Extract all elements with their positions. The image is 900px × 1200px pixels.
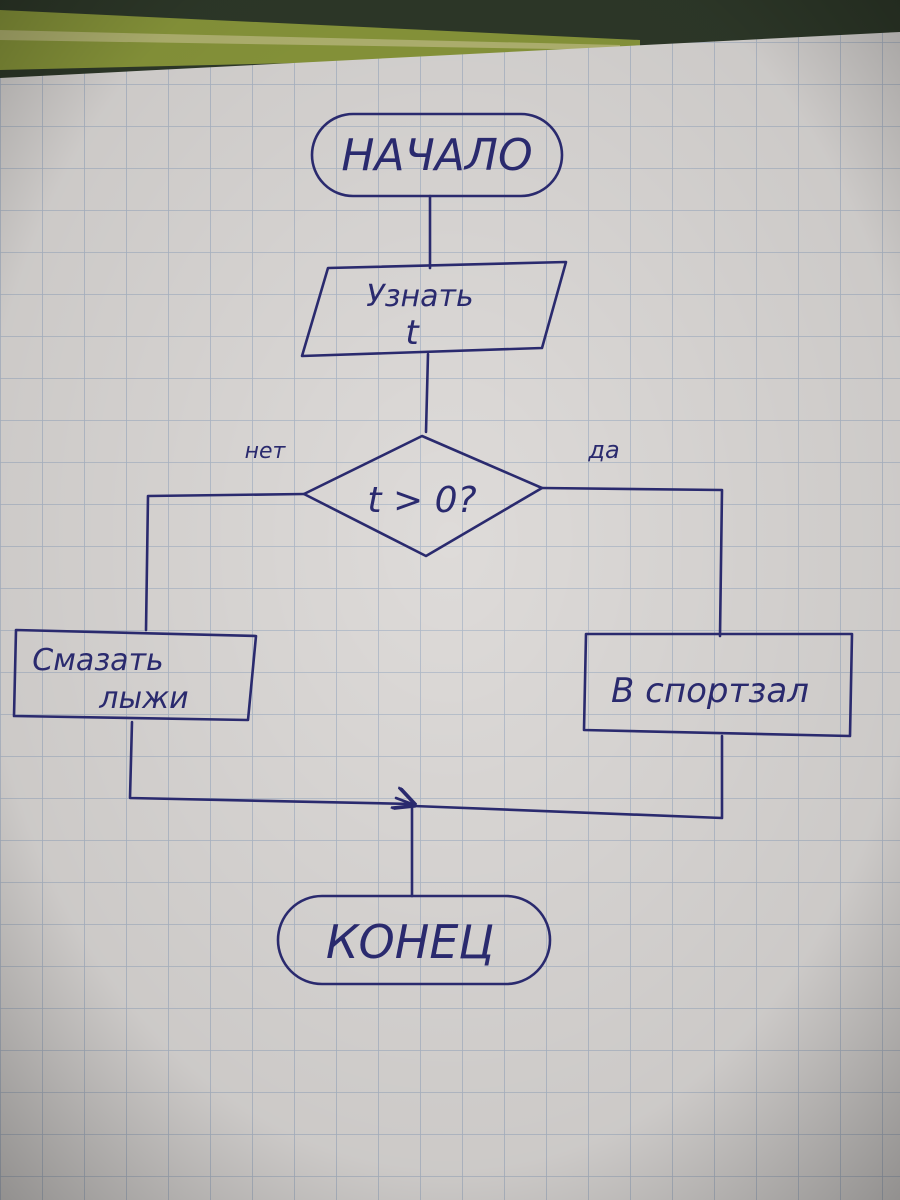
flowchart bbox=[12, 112, 854, 986]
action-yes-box bbox=[582, 632, 854, 738]
end-terminal bbox=[276, 894, 552, 986]
connector-merge-right bbox=[412, 734, 724, 820]
connector-yes-branch bbox=[540, 486, 724, 638]
connector-merge-left bbox=[128, 720, 414, 806]
decision-label: t > 0? bbox=[367, 480, 476, 521]
branch-yes-label: да bbox=[587, 436, 619, 464]
action-yes-label: В спортзал bbox=[611, 671, 809, 711]
action-no-box bbox=[12, 628, 258, 722]
end-label: КОНЕЦ bbox=[326, 915, 494, 969]
connector-input-decision bbox=[424, 352, 430, 434]
start-label: НАЧАЛО bbox=[341, 130, 532, 181]
input-label-line2: t bbox=[405, 313, 420, 353]
decision-diamond bbox=[302, 434, 544, 558]
action-no-label-line2: лыжи bbox=[98, 681, 188, 716]
branch-no-label: нет bbox=[245, 439, 287, 464]
input-label-line1: Узнать bbox=[366, 279, 473, 314]
action-no-label-line1: Смазать bbox=[32, 643, 163, 678]
start-terminal bbox=[310, 112, 564, 198]
input-parallelogram bbox=[300, 260, 568, 358]
connector-no-branch bbox=[144, 492, 306, 632]
merge-arrow bbox=[396, 798, 412, 804]
